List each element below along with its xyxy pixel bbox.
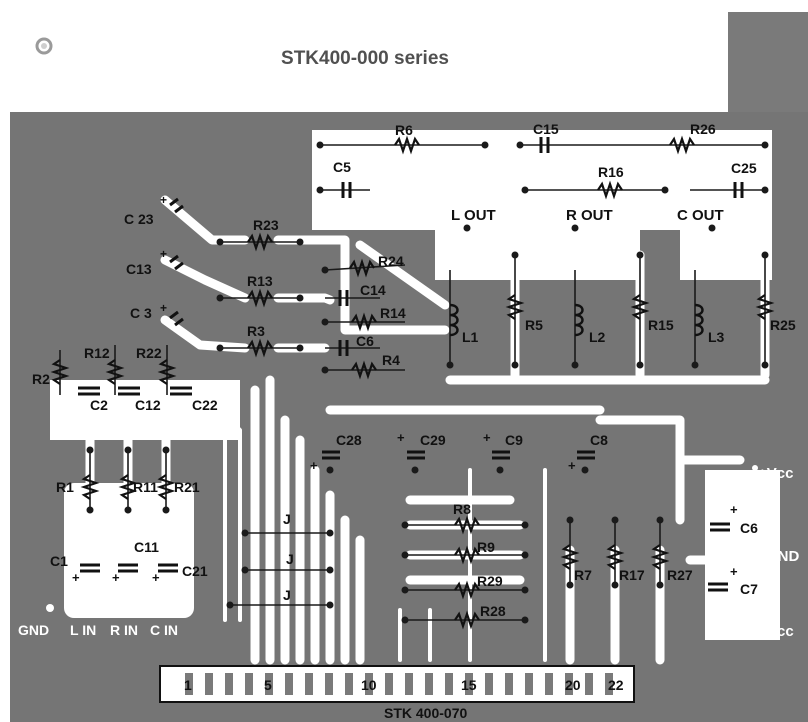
terminal-dots (46, 465, 758, 633)
inductor-symbols (449, 303, 704, 337)
label-r29: R29 (477, 573, 503, 589)
plus-c23: + (160, 193, 167, 207)
label-r15: R15 (648, 317, 674, 333)
label-c13: C13 (126, 261, 152, 277)
connector-strip (159, 665, 635, 703)
resistor-symbols (50, 135, 775, 630)
terminal-gnd-right: GND (766, 548, 800, 565)
plus-c29: + (397, 430, 405, 445)
label-c12: C12 (135, 397, 161, 413)
label-r17: R17 (619, 567, 645, 583)
copper-areas (50, 130, 780, 640)
label-c5: C5 (333, 159, 351, 175)
terminal-labels: L OUT R OUT C OUT +Vcc GND -Vcc GND L IN… (18, 207, 800, 640)
label-c25: C25 (731, 160, 757, 176)
label-c6: C6 (740, 520, 758, 536)
component-labels: R6 C15 R26 C5 R16 C25 C 23 C13 C 3 R23 R… (32, 121, 796, 619)
label-c29: C29 (420, 432, 446, 448)
label-l3: L3 (708, 329, 725, 345)
label-r2: R2 (32, 371, 50, 387)
plus-c11: + (112, 570, 120, 585)
label-l1: L1 (462, 329, 479, 345)
pin-10: 10 (361, 677, 377, 693)
label-r12: R12 (84, 345, 110, 361)
label-c11: C11 (134, 539, 159, 555)
terminal-r-in: R IN (110, 622, 138, 638)
label-r9: R9 (477, 539, 495, 555)
plus-c6: + (730, 502, 738, 517)
pin-20: 20 (565, 677, 581, 693)
label-c28: C28 (336, 432, 362, 448)
label-c6-top: C6 (356, 333, 374, 349)
pin-1: 1 (184, 677, 192, 693)
label-l2: L2 (589, 329, 606, 345)
page-title: STK400-000 series (281, 48, 449, 69)
plus-c3: + (160, 301, 167, 315)
label-r5: R5 (525, 317, 543, 333)
label-r24: R24 (378, 253, 404, 269)
label-jumper-2: J (286, 551, 294, 567)
label-jumper-3: J (283, 587, 291, 603)
label-c3: C 3 (130, 305, 152, 321)
plus-c9: + (483, 430, 491, 445)
label-r21: R21 (174, 479, 200, 495)
label-r1: R1 (56, 479, 74, 495)
label-jumper-1: J (283, 511, 291, 527)
terminal-r-out: R OUT (566, 207, 613, 224)
capacitor-symbols (78, 137, 744, 592)
label-r16: R16 (598, 164, 624, 180)
pin-22: 22 (608, 677, 624, 693)
label-r3: R3 (247, 323, 265, 339)
label-c7: C7 (740, 581, 758, 597)
pin-numbers: 1 5 10 15 20 22 (184, 677, 624, 693)
pin-15: 15 (461, 677, 477, 693)
terminal-c-in: C IN (150, 622, 178, 638)
label-r23: R23 (253, 217, 279, 233)
plus-c21: + (152, 570, 160, 585)
label-r7: R7 (574, 567, 592, 583)
label-c9: C9 (505, 432, 523, 448)
terminal-gnd-left: GND (18, 622, 49, 638)
plus-c8: + (568, 458, 576, 473)
label-c22: C22 (192, 397, 218, 413)
plus-c1: + (72, 570, 80, 585)
label-c21: C21 (182, 563, 208, 579)
terminal-c-out: C OUT (677, 207, 724, 224)
label-c8: C8 (590, 432, 608, 448)
plus-c7: + (730, 564, 738, 579)
polarity-markers: + + + + + + + + + + + + (72, 193, 738, 585)
solder-pads (86, 141, 769, 624)
label-r27: R27 (667, 567, 693, 583)
mounting-hole-icon (35, 37, 53, 55)
board-label: STK 400-070 (384, 705, 467, 721)
label-r13: R13 (247, 273, 273, 289)
terminal-l-out: L OUT (451, 207, 496, 224)
pin-5: 5 (264, 677, 272, 693)
label-c2: C2 (90, 397, 108, 413)
label-r4: R4 (382, 352, 400, 368)
label-c14: C14 (360, 282, 386, 298)
label-r14: R14 (380, 305, 406, 321)
terminal-vcc-neg: -Vcc (762, 623, 794, 640)
label-r22: R22 (136, 345, 162, 361)
label-c15: C15 (533, 121, 559, 137)
label-r8: R8 (453, 501, 471, 517)
label-r6: R6 (395, 122, 413, 138)
terminal-vcc-pos: +Vcc (758, 465, 793, 482)
label-r25: R25 (770, 317, 796, 333)
label-c1: C1 (50, 553, 68, 569)
terminal-l-in: L IN (70, 622, 96, 638)
label-r11: R11 (133, 479, 158, 495)
label-r26: R26 (690, 121, 716, 137)
plus-c28: + (310, 458, 318, 473)
label-c23: C 23 (124, 211, 154, 227)
plus-c13: + (160, 247, 167, 261)
label-r28: R28 (480, 603, 506, 619)
copper-thin-traces (208, 398, 547, 662)
